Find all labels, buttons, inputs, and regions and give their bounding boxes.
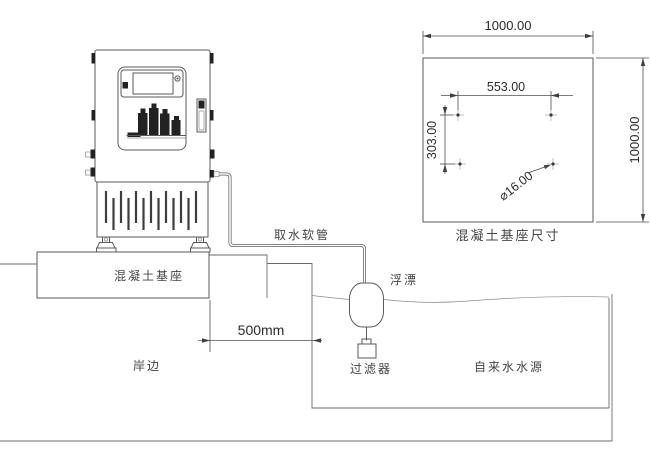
dim-500mm-text: 500mm	[238, 322, 285, 338]
bottle-cap	[162, 109, 168, 114]
vent-slats	[104, 191, 198, 230]
dim-hole-spacing-h-text: 553.00	[487, 80, 525, 94]
dim-width-top: 1000.00	[422, 18, 594, 54]
detail-caption: 混凝土基座尺寸	[455, 228, 560, 243]
handle-slot	[198, 110, 205, 131]
display-screen	[132, 72, 174, 95]
reagent-tray	[127, 132, 141, 137]
concrete-base-outline	[36, 251, 210, 299]
dim-height-text: 1000.00	[627, 117, 642, 164]
dia-16-callout: ⌀16.00	[496, 164, 551, 204]
reagent-bottle	[160, 113, 170, 135]
label-shore: 岸边	[133, 359, 161, 373]
side-fitting	[90, 167, 95, 177]
dim-height-right: 1000.00	[596, 57, 649, 223]
dim-hole-spacing-v-text: 303.00	[425, 121, 439, 159]
detail-view: 1000.00 1000.00 553.00 303.00	[422, 18, 649, 243]
reagent-bottle	[138, 113, 148, 135]
power-button	[122, 82, 128, 89]
water-surface-right	[383, 296, 610, 303]
dim-hole-diameter-text: ⌀16.00	[496, 169, 535, 204]
dim-hole-spacing-h: 553.00	[441, 80, 573, 110]
dimension-500mm: 500mm	[198, 300, 322, 352]
concrete-base: 混凝土基座	[36, 251, 210, 299]
label-water-source: 自来水水源	[474, 360, 544, 374]
detail-base-square	[422, 57, 594, 223]
door-handle	[196, 98, 207, 133]
door-panel	[117, 66, 187, 151]
bank-step-outer	[209, 254, 268, 298]
leveling-foot-left	[96, 236, 117, 253]
bottle-cap	[174, 116, 179, 120]
indicator-dot	[176, 77, 179, 80]
mounting-hole	[551, 162, 555, 166]
mounting-hole	[458, 162, 462, 166]
hose-fitting	[209, 170, 214, 178]
side-fitting-nut	[85, 151, 91, 158]
label-intake-hose: 取水软管	[274, 227, 330, 242]
side-fitting	[210, 149, 215, 159]
side-fitting-nut	[85, 169, 91, 176]
float-and-filter	[349, 282, 384, 359]
filter-box	[357, 343, 377, 359]
reagent-bottle	[149, 108, 159, 135]
label-concrete-base: 混凝土基座	[114, 268, 184, 283]
hinge-bottom	[91, 110, 95, 121]
mounting-holes	[452, 109, 559, 170]
label-float: 浮漂	[390, 273, 418, 287]
hinge-top	[91, 53, 95, 64]
latch-bottom	[210, 110, 214, 121]
handle-lock	[198, 100, 205, 109]
label-filter: 过滤器	[350, 362, 392, 376]
reagent-bottles	[126, 103, 187, 139]
float-buoy	[349, 282, 384, 328]
bottle-cap	[151, 103, 157, 108]
analyzer-cabinet	[85, 49, 215, 253]
handle-plate	[196, 98, 207, 133]
hose-inner	[219, 173, 366, 283]
latch-top	[210, 53, 214, 64]
reagent-bottle	[171, 120, 181, 135]
dim-hole-spacing-v: 303.00	[425, 105, 455, 174]
vent-grille	[96, 181, 209, 238]
dim-width-text: 1000.00	[485, 18, 532, 33]
leveling-foot-right	[190, 236, 211, 253]
intake-hose	[209, 170, 366, 283]
indicator-light	[174, 75, 181, 82]
hose-fitting-nut	[213, 171, 220, 177]
bottle-cap	[140, 108, 146, 113]
mounting-hole	[456, 113, 460, 117]
pool-inner-wall	[267, 263, 609, 409]
side-fitting	[90, 149, 95, 159]
mounting-hole	[549, 113, 553, 117]
water-surface-left	[311, 295, 351, 300]
terrain	[0, 254, 613, 442]
